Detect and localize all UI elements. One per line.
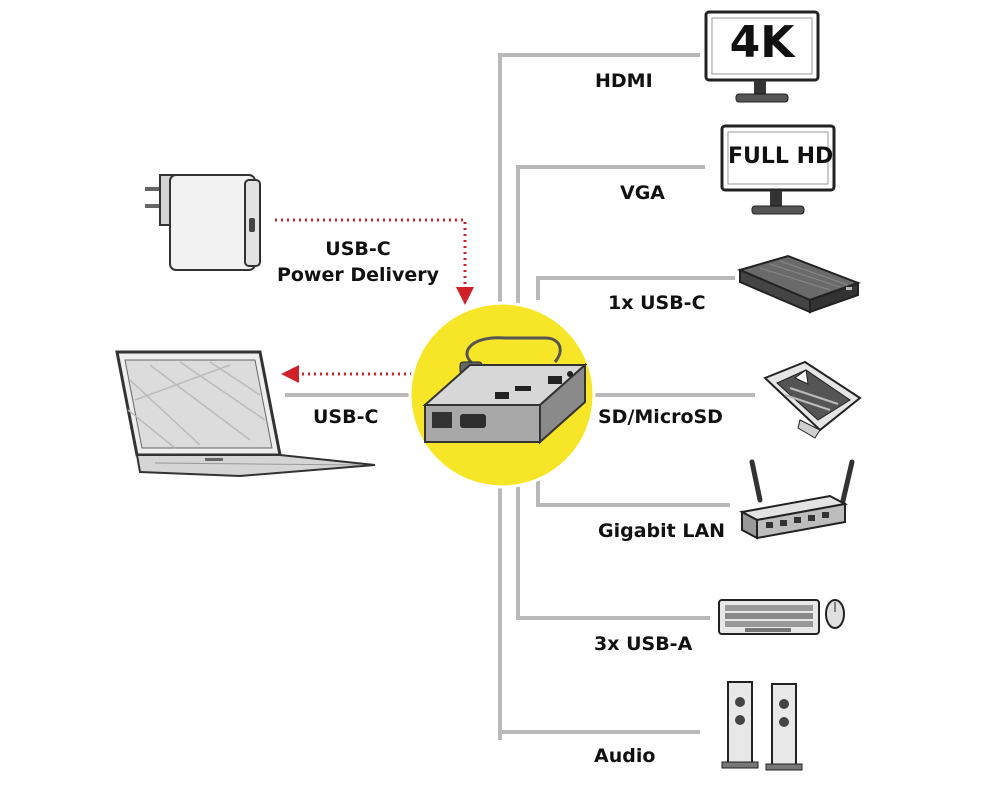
router-icon xyxy=(738,459,855,540)
power-delivery-label: USB-C Power Delivery xyxy=(258,236,458,288)
monitor-4k-text: 4K xyxy=(729,17,795,68)
speakers-icon xyxy=(721,681,803,771)
monitor-4k-icon xyxy=(704,10,820,103)
line-usbc xyxy=(536,276,735,300)
laptop-usb-c-label: USB-C xyxy=(313,406,379,428)
hard-drive-icon xyxy=(737,254,861,314)
port-label-hdmi: HDMI xyxy=(595,70,653,92)
power-label-line1: USB-C xyxy=(325,238,391,260)
usb-c-hub-icon xyxy=(422,336,588,445)
monitor-fullhd-text: FULL HD xyxy=(728,144,834,169)
port-label-lan: Gigabit LAN xyxy=(598,520,726,542)
power-label-line2: Power Delivery xyxy=(276,264,440,286)
port-label-sd: SD/MicroSD xyxy=(598,406,723,428)
monitor-fullhd-icon xyxy=(720,124,836,215)
port-label-audio: Audio xyxy=(594,745,656,767)
keyboard-mouse-icon xyxy=(718,599,845,635)
line-usba xyxy=(516,485,710,620)
port-label-usb-a: 3x USB-A xyxy=(594,633,693,655)
power-arrow xyxy=(275,218,474,305)
line-lan xyxy=(536,470,730,507)
port-label-vga: VGA xyxy=(620,182,666,204)
port-label-usb-c: 1x USB-C xyxy=(608,292,706,314)
sd-card-icon xyxy=(763,360,862,439)
line-hdmi xyxy=(498,53,700,740)
power-adapter-icon xyxy=(145,174,261,271)
laptop-icon xyxy=(115,350,376,478)
